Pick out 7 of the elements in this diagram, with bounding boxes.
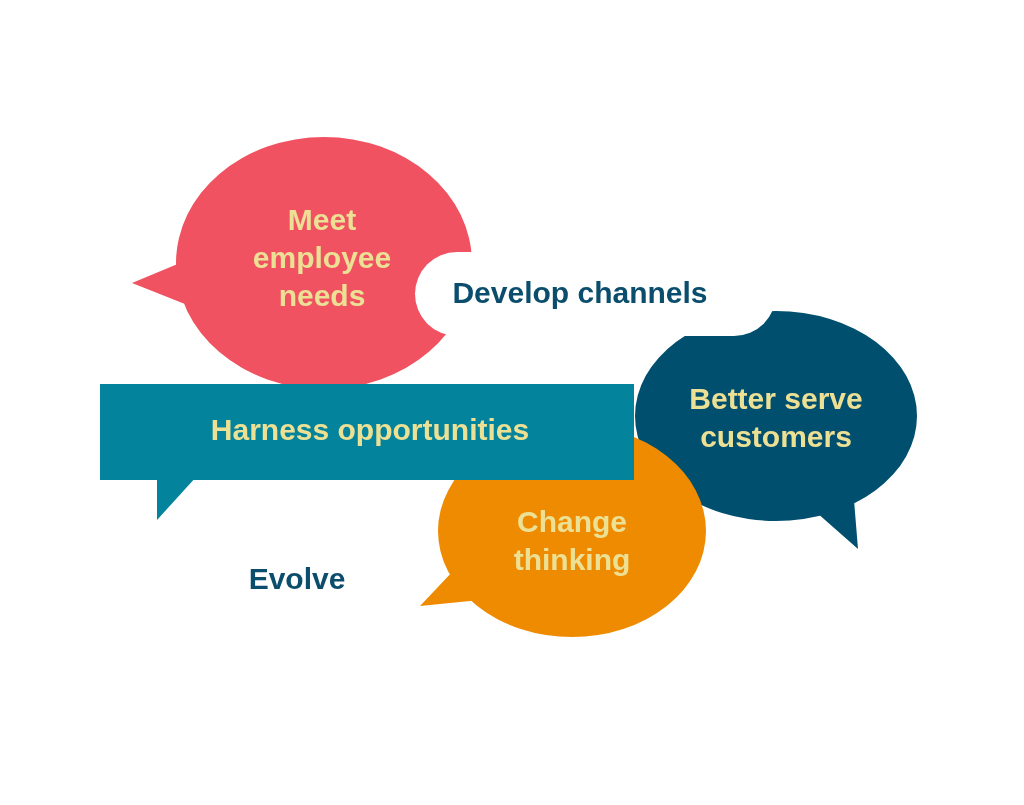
bubble-text: Change thinking [513, 504, 631, 578]
speech-bubble [415, 252, 776, 336]
bubble-text: Meet employee needs [252, 202, 392, 314]
bubble-text: Develop channels [452, 275, 708, 311]
label-text: Evolve [248, 561, 346, 597]
bubble-text: Harness opportunities [210, 412, 530, 448]
bubble-text: Better serve customers [688, 381, 864, 455]
